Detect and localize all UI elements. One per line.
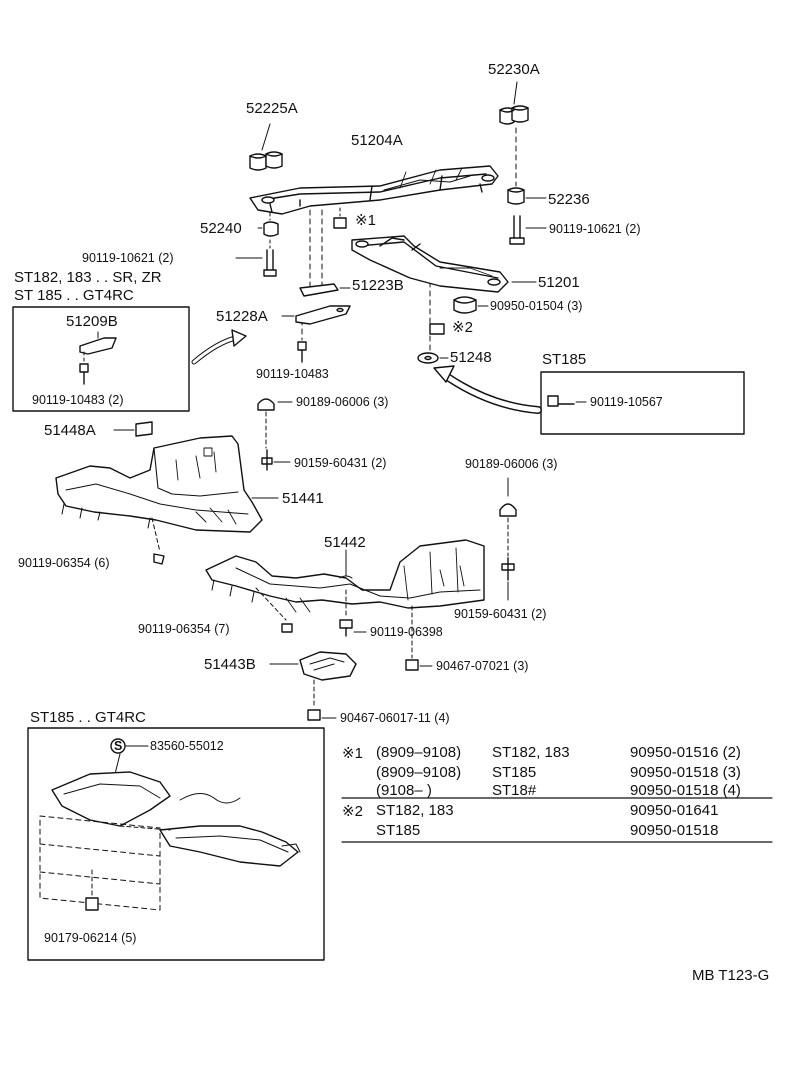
bolt-90119-10621-left: [235, 239, 277, 277]
inset-ST185-drawing: [433, 365, 745, 435]
notes-part: 90950-01518 (3): [630, 764, 741, 781]
callout-90189-06006-a: 90189-06006 (3): [296, 395, 389, 409]
callout-51443B: 51443B: [204, 656, 256, 673]
diagram-code: MB T123-G: [692, 967, 770, 984]
crossmember-51204A: [249, 165, 499, 215]
tag-51448A: [113, 421, 153, 437]
undercover-51441: [55, 435, 279, 565]
notes-row: (9108– ) ST18# 90950-01518 (4): [342, 782, 772, 802]
notes-model: ST18#: [492, 782, 537, 799]
notes-part: 90950-01518: [630, 822, 719, 839]
inset-bottom-title: ST185 . . GT4RC: [30, 709, 146, 726]
inset-right-title: ST185: [542, 351, 587, 368]
cushion-52236: [507, 187, 547, 205]
callout-mark-2: ※2: [452, 319, 473, 336]
variant-note-line1: ST182, 183 . . SR, ZR: [14, 269, 162, 286]
callout-52225A: 52225A: [246, 100, 298, 117]
callout-90119-10621-right: 90119-10621 (2): [549, 222, 641, 236]
crossmember-51201: [351, 235, 537, 293]
nut-mark-2: [429, 323, 445, 335]
callout-51204A: 51204A: [351, 132, 403, 149]
callout-51201: 51201: [538, 274, 580, 291]
notes-part: 90950-01641: [630, 802, 719, 819]
callout-51442: 51442: [324, 534, 366, 551]
notes-part: 90950-01518 (4): [630, 782, 741, 799]
inset-bottom-part-b: 90179-06214 (5): [44, 931, 137, 945]
s-mark-icon: S: [114, 739, 123, 753]
bolt-90119-10621-right: [509, 215, 547, 245]
callout-52240: 52240: [200, 220, 242, 237]
bolt-90119-10483: [297, 341, 307, 363]
notes-row: ※2 ST182, 183 90950-01641: [342, 802, 772, 822]
inset-right-bolt: 90119-10567: [590, 395, 663, 409]
callout-90119-10483: 90119-10483: [256, 367, 329, 381]
clip-90159-60431-b: [501, 557, 515, 601]
inset-left-part: 51209B: [66, 313, 118, 330]
callout-90159-60431-b: 90159-60431 (2): [454, 607, 547, 621]
plate-51228A: [281, 305, 351, 325]
callout-90159-60431-a: 90159-60431 (2): [294, 456, 387, 470]
clip-90159-60431-a: [261, 449, 291, 471]
inset-51209B-drawing: [12, 306, 247, 412]
notes-mark: ※1: [342, 745, 363, 762]
inset-GT4RC-drawing: [27, 727, 325, 961]
cushion-90950-01504: [453, 296, 489, 314]
washer-51248: [417, 352, 449, 364]
callout-51223B: 51223B: [352, 277, 404, 294]
notes-model: ST182, 183: [492, 744, 570, 761]
clip-90189-06006-a: [257, 398, 293, 449]
notes-mark: ※2: [342, 803, 363, 820]
callout-51441: 51441: [282, 490, 324, 507]
inset-bottom-part-a: 83560-55012: [150, 739, 224, 753]
undercover-51442: [205, 539, 485, 671]
notes-date: (9108– ): [376, 782, 432, 799]
cushion-52230A: [499, 81, 529, 187]
notes-table-rules: [341, 797, 773, 843]
callout-mark-1: ※1: [355, 212, 376, 229]
callout-90467-07021: 90467-07021 (3): [436, 659, 529, 673]
cushion-52225A: [249, 123, 283, 171]
callout-90189-06006-b: 90189-06006 (3): [465, 457, 558, 471]
notes-table: ※1 (8909–9108) ST182, 183 90950-01516 (2…: [342, 744, 772, 848]
callout-51448A: 51448A: [44, 422, 96, 439]
notes-row: ※1 (8909–9108) ST182, 183 90950-01516 (2…: [342, 744, 772, 764]
callout-90950-01504: 90950-01504 (3): [490, 299, 583, 313]
callout-52230A: 52230A: [488, 61, 540, 78]
notes-model: ST185: [492, 764, 537, 781]
callout-52236: 52236: [548, 191, 590, 208]
cushion-52240: [257, 211, 279, 237]
variant-note-line2: ST 185 . . GT4RC: [14, 287, 134, 304]
bracket-51443B: [269, 651, 357, 721]
nut-mark-1: [333, 207, 347, 229]
notes-model: ST182, 183: [376, 802, 454, 819]
callout-90467-06017-11: 90467-06017-11 (4): [340, 711, 450, 725]
notes-model: ST185: [376, 822, 421, 839]
notes-date: (8909–9108): [376, 744, 462, 761]
notes-part: 90950-01516 (2): [630, 744, 741, 761]
callout-90119-06398: 90119-06398: [370, 625, 443, 639]
clip-90189-06006-b: [499, 477, 517, 557]
callout-51228A: 51228A: [216, 308, 268, 325]
notes-row: ST185 90950-01518: [342, 822, 772, 842]
inset-left-bolt: 90119-10483 (2): [32, 393, 124, 407]
callout-90119-06354-a: 90119-06354 (6): [18, 556, 110, 570]
callout-90119-06354-b: 90119-06354 (7): [138, 622, 230, 636]
callout-51248: 51248: [450, 349, 492, 366]
strip-51223B: [299, 283, 351, 297]
callout-90119-10621-left: 90119-10621 (2): [82, 251, 174, 265]
notes-row: (8909–9108) ST185 90950-01518 (3): [342, 764, 772, 784]
notes-date: (8909–9108): [376, 764, 462, 781]
